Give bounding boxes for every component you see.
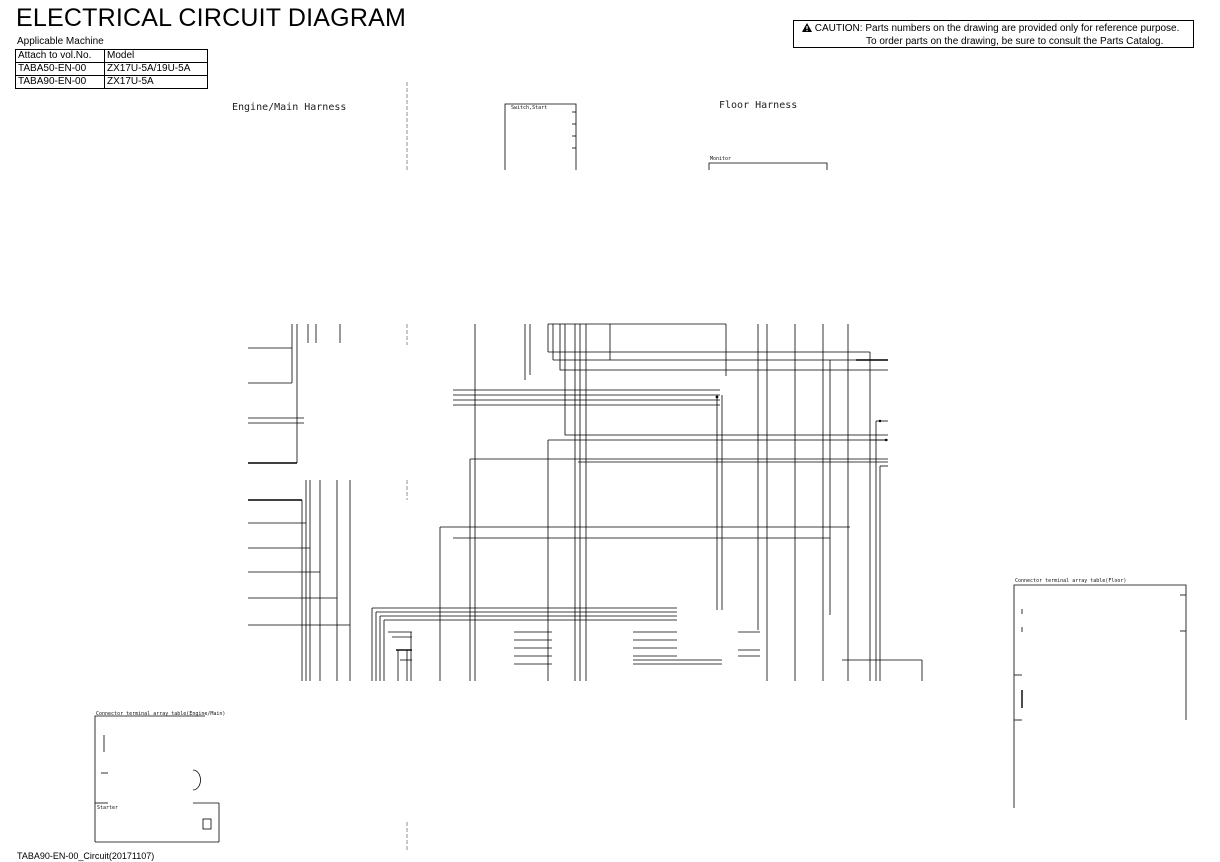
- connector-table-engine-label: Connector terminal array table(Engine/Ma…: [96, 711, 226, 717]
- floor-connector-table: [1013, 584, 1187, 808]
- table-cell: ZX17U-5A: [104, 75, 208, 89]
- applicable-machine-label: Applicable Machine: [17, 36, 104, 47]
- table-row: TABA50-EN-00 ZX17U-5A/19U-5A: [15, 62, 208, 76]
- monitor-box: [708, 162, 828, 170]
- table-row: TABA90-EN-00 ZX17U-5A: [15, 75, 208, 89]
- floor-harness-wires: [716, 324, 888, 681]
- monitor-label: Monitor: [710, 156, 732, 162]
- switch-start-label: Switch,Start: [511, 105, 548, 111]
- warning-triangle-icon: [802, 23, 812, 32]
- engine-main-lower-wires: [248, 480, 351, 681]
- applicable-machine-table: Attach to vol.No. Model TABA50-EN-00 ZX1…: [15, 49, 208, 89]
- page-title: ELECTRICAL CIRCUIT DIAGRAM: [16, 4, 406, 32]
- starter-label: Starter: [97, 805, 119, 811]
- floor-harness-label: Floor Harness: [719, 100, 798, 111]
- engine-main-upper-wires: [248, 324, 341, 464]
- table-header-row: Attach to vol.No. Model: [15, 49, 208, 63]
- center-bus-wires: [439, 323, 888, 681]
- caution-text-1: CAUTION: Parts numbers on the drawing ar…: [814, 23, 1180, 34]
- document-id-footer: TABA90-EN-00_Circuit(20171107): [17, 851, 155, 861]
- connector-table-floor-label: Connector terminal array table(Floor): [1015, 578, 1127, 584]
- caution-box: CAUTION: Parts numbers on the drawing ar…: [793, 20, 1194, 48]
- lower-bus-wires: [371, 607, 923, 681]
- caution-text-2: To order parts on the drawing, be sure t…: [866, 36, 1164, 47]
- switch-start-box: [504, 103, 577, 170]
- connection-markers: [715, 395, 888, 442]
- engine-main-harness-label: Engine/Main Harness: [232, 102, 347, 113]
- caution-line-1: CAUTION: Parts numbers on the drawing ar…: [802, 22, 1193, 35]
- engine-connector-table: [94, 715, 220, 843]
- table-cell: TABA90-EN-00: [15, 75, 105, 89]
